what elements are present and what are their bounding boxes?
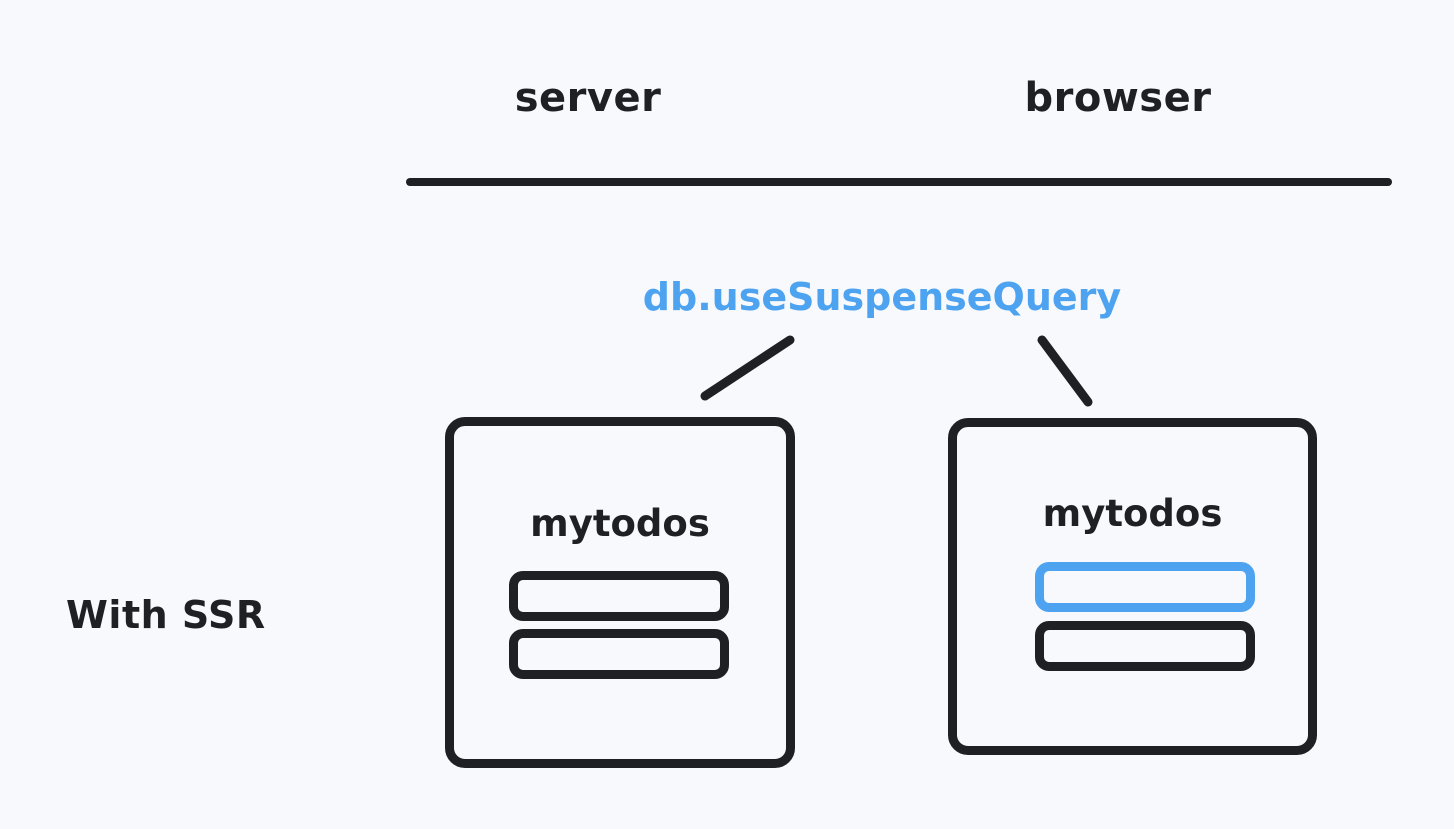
browser-box-title: mytodos	[1042, 492, 1223, 535]
server-todo-item-2[interactable]	[509, 629, 729, 679]
server-box-title: mytodos	[530, 502, 710, 545]
connector-to-server-box	[700, 335, 795, 401]
header-divider	[406, 178, 1392, 186]
column-header-server: server	[514, 75, 662, 121]
server-todo-item-1[interactable]	[509, 571, 729, 621]
browser-todo-item-1-highlighted[interactable]	[1035, 562, 1255, 612]
connector-to-browser-box	[1037, 335, 1093, 407]
column-header-browser: browser	[1024, 75, 1212, 121]
browser-box[interactable]: mytodos	[948, 418, 1317, 755]
hook-annotation-label: db.useSuspenseQuery	[642, 275, 1122, 319]
row-label-with-ssr: With SSR	[66, 593, 266, 637]
server-box[interactable]: mytodos	[445, 417, 795, 768]
browser-todo-item-2[interactable]	[1035, 621, 1255, 671]
